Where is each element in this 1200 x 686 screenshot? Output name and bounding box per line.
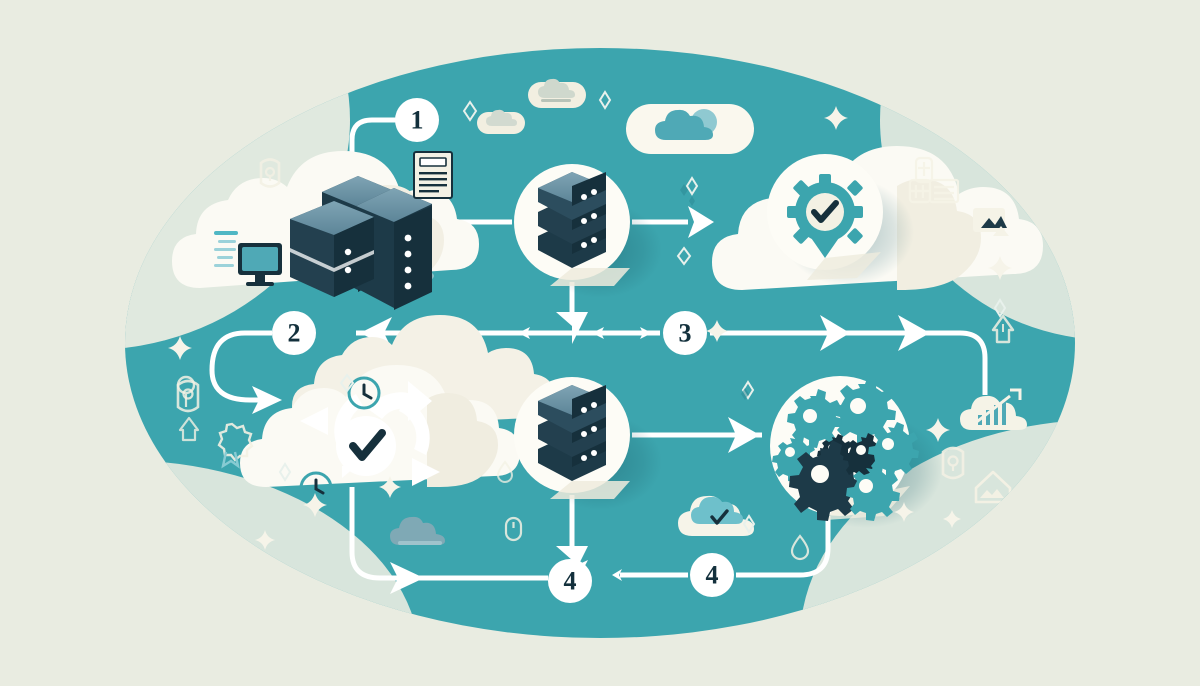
diamond-icon [685,176,699,196]
step-badge-4b-label: 4 [706,561,719,590]
gear-icon [832,376,896,444]
arrowhead-row2-right-b [898,315,930,351]
step-badge-3-label: 3 [679,319,692,348]
diamond-icon [741,380,755,400]
sparkle-icon [943,510,961,528]
step-badge-1-label: 1 [411,106,424,135]
arrowhead-step2-loop [252,386,282,414]
step-badge-2[interactable]: 2 [272,311,316,355]
step-badge-2-label: 2 [288,319,301,348]
droplet-outline-icon [496,460,514,483]
node-validated-config-cloud[interactable] [712,146,1043,290]
step-badge-4b[interactable]: 4 [690,553,734,597]
node-primary-server[interactable] [514,164,662,298]
sparkle-icon [168,336,192,360]
speck-icon [689,196,695,206]
sparkle-icon [255,530,275,550]
sparkle-icon [303,493,327,517]
connector-sync-to-step4a [349,487,548,581]
diamond-icon [462,100,478,122]
sparkle-icon [988,256,1012,280]
cloud-upload-badge-icon [528,78,586,108]
step-badges: 1 2 3 4 4 [272,98,734,603]
lock-outline-icon [941,446,965,480]
diamond-group [278,90,1007,534]
cloud-sun-pill-icon [626,104,754,154]
cloud-check-icon [678,495,754,536]
node-processing-gears[interactable] [770,376,942,528]
cloud-shade [427,393,498,487]
sparkle-icon [379,476,401,498]
droplet-outline-icon [790,534,810,561]
arrowhead-row2-right-a [820,315,850,351]
arrowhead-sync-to-step4a [390,562,424,594]
diamond-icon [676,246,692,266]
check-circle-icon [336,416,396,476]
node-source-datacenter-cloud[interactable] [172,151,479,310]
arrowhead-to-gears [728,417,760,453]
gear-pin-check-icon [787,174,863,258]
connector-step2-loop [209,330,272,403]
gear-icon [787,389,843,448]
diamond-icon [993,298,1007,318]
sparkle-icon [706,320,728,342]
node-sync-validation-cloud[interactable] [240,315,554,505]
certificate-ribbon-icon [217,422,254,469]
lock-outline-icon [259,158,281,188]
corner-wash-bottom-right [800,420,1075,638]
diamond-icon [278,462,292,482]
gear-pin-cast-shadow [807,252,881,280]
connector-source-to-step1 [349,117,396,200]
sparkle-icon [824,106,848,130]
arrowhead-row2-mini-right [640,327,652,339]
server-rack-icon [290,201,374,297]
server-node-cast-shadow [550,268,630,286]
decoration-layer [168,78,1027,561]
sparkle-group [168,106,1012,550]
gear-cluster [772,376,919,521]
arrowhead-step4b-mini [612,569,622,581]
document-lines-icon [413,151,453,199]
speck-icon [741,388,749,400]
home-outline-icon [178,416,200,442]
media-window-icon [973,208,1009,236]
sparkle-icon [926,418,950,442]
diamond-icon [339,373,355,393]
diamond-icon [598,90,612,110]
gear-icon [846,463,900,521]
clock-icon [347,376,381,410]
speck-group [680,184,749,400]
cloud-flat-icon [390,516,445,545]
home-outline-icon [991,314,1015,344]
arrowhead-row2-tail [518,327,530,339]
step-badge-4a-label: 4 [564,567,577,596]
server-stack-icon [538,172,606,268]
step-badge-1[interactable]: 1 [395,98,439,142]
lock-outline-icon [176,379,200,413]
speck-icon [680,184,688,196]
server-node-cast-shadow [550,481,630,499]
server-rack-icon [356,188,432,310]
step-badge-4a[interactable]: 4 [548,559,592,603]
cloud-upload-badge-icon [477,109,525,134]
arrowhead-to-validated [688,206,714,238]
sparkle-icon [894,502,914,522]
cloud-growth-chart-icon [960,388,1027,430]
database-list-icon [908,156,960,204]
arrowhead-row2-mini-left [592,327,604,339]
node-secondary-server[interactable] [514,377,662,510]
step-badge-3[interactable]: 3 [663,311,707,355]
server-stack-icon [538,385,606,481]
gear-icon [868,422,919,477]
diamond-icon [742,514,756,534]
connector-gears-to-step4b [736,516,831,578]
desktop-monitor-icon [214,231,282,286]
arrowhead-down-top-server [556,312,588,344]
connector-row2-right [710,330,988,395]
mouse-outline-icon [504,516,523,542]
